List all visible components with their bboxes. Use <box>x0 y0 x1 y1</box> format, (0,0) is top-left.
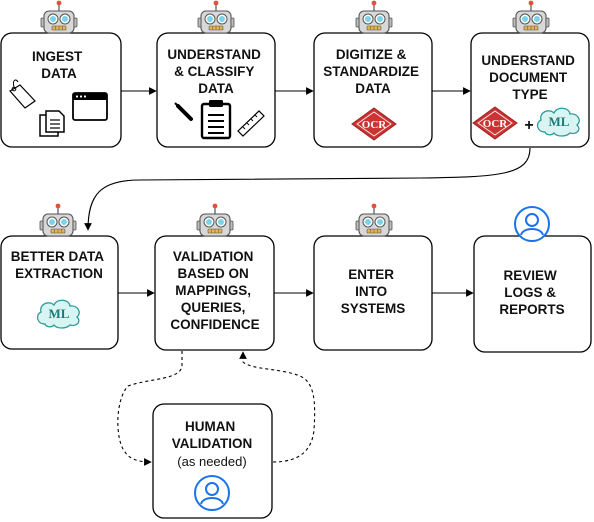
plus-sign: + <box>524 117 533 134</box>
label-human-validation: HUMAN VALIDATION <box>172 419 253 451</box>
svg-text:OCR: OCR <box>362 119 388 131</box>
robot-icon <box>512 0 550 34</box>
label-document-type: UNDERSTAND DOCUMENT TYPE <box>481 53 578 102</box>
ml-cloud-icon: ML <box>36 299 80 329</box>
robot-icon <box>355 203 393 237</box>
robot-icon <box>40 0 78 34</box>
user-icon <box>194 475 230 511</box>
label-review-logs: REVIEW LOGS & REPORTS <box>499 268 564 317</box>
browser-window-icon <box>72 92 108 121</box>
svg-text:ML: ML <box>49 306 70 321</box>
ocr-badge-icon: OCR <box>351 107 397 141</box>
label-enter-systems: ENTER INTO SYSTEMS <box>341 267 406 316</box>
tag-icon <box>9 79 36 109</box>
svg-text:ML: ML <box>549 114 570 129</box>
ml-cloud-icon: ML <box>536 107 580 137</box>
label-better-extraction: BETTER DATA EXTRACTION <box>11 249 108 281</box>
label-ingest: INGEST DATA <box>32 49 86 81</box>
ruler-icon <box>237 110 265 137</box>
arrow-doctype-to-extraction <box>84 147 531 231</box>
user-icon <box>514 206 550 242</box>
robot-icon <box>355 0 393 34</box>
document-copy-icon <box>39 110 65 137</box>
dashed-arrow-validation-to-human <box>117 351 183 466</box>
label-digitize: DIGITIZE & STANDARDIZE DATA <box>323 47 423 96</box>
robot-icon <box>39 203 77 237</box>
pen-icon <box>174 102 193 121</box>
clipboard-icon <box>200 100 232 140</box>
robot-icon <box>197 0 235 34</box>
svg-text:OCR: OCR <box>483 118 509 130</box>
label-validation: VALIDATION BASED ON MAPPINGS, QUERIES, C… <box>170 249 259 332</box>
robot-icon <box>196 203 234 237</box>
ocr-badge-icon: OCR <box>472 106 518 140</box>
dashed-arrow-human-to-validation <box>239 351 316 463</box>
label-as-needed: (as needed) <box>177 454 246 469</box>
box-human-validation <box>152 403 273 519</box>
label-understand-classify: UNDERSTAND & CLASSIFY DATA <box>167 47 264 96</box>
